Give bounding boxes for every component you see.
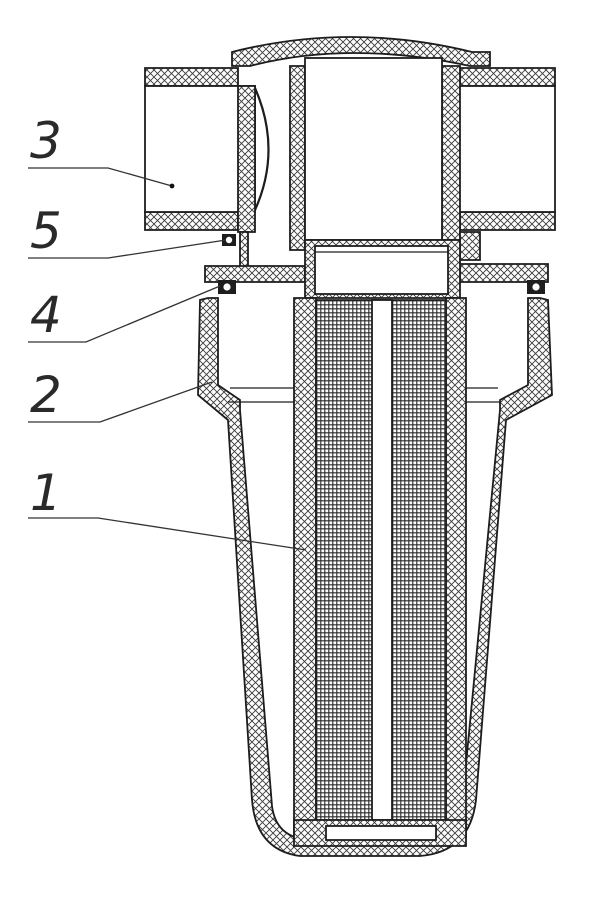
- callout-number: 5: [30, 202, 62, 260]
- gasket-5: [222, 234, 236, 246]
- callout-number: 4: [30, 286, 62, 344]
- callout-1: 1: [28, 464, 307, 551]
- callout-number: 2: [30, 366, 62, 424]
- callout-number: 3: [30, 112, 62, 170]
- callout-4: 4: [28, 285, 221, 344]
- filter-head: [144, 36, 556, 283]
- callout-3: 3: [28, 112, 175, 189]
- callout-2: 2: [28, 366, 213, 424]
- filter-cartridge: [293, 239, 467, 847]
- seal-ring-4: [218, 280, 545, 294]
- callout-5: 5: [28, 202, 227, 260]
- callout-number: 1: [30, 464, 62, 522]
